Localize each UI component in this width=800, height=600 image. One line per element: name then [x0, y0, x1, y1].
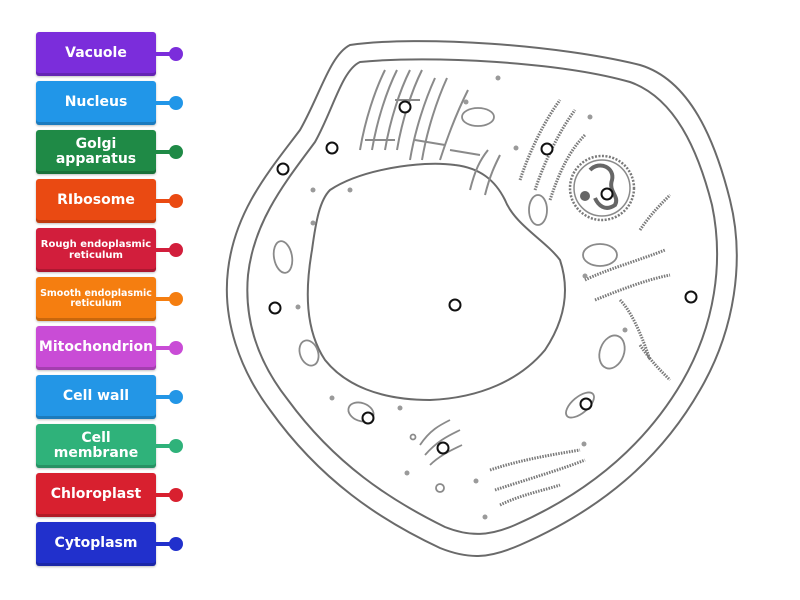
- drop-target-4[interactable]: [540, 142, 554, 156]
- label-smooth-endoplasmic-reticulum[interactable]: Smooth endoplasmic reticulum: [36, 277, 156, 321]
- drag-handle[interactable]: [169, 145, 183, 159]
- connector-line: [156, 542, 172, 546]
- drop-target-2[interactable]: [325, 141, 339, 155]
- label-row-ribosome[interactable]: RIbosome: [36, 179, 196, 223]
- drag-handle[interactable]: [169, 243, 183, 257]
- label-row-cytoplasm[interactable]: Cytoplasm: [36, 522, 196, 566]
- nucleus-outline: [568, 154, 636, 222]
- drag-handle[interactable]: [169, 341, 183, 355]
- drop-target-9[interactable]: [361, 411, 375, 425]
- connector-line: [156, 199, 172, 203]
- drag-handle[interactable]: [169, 47, 183, 61]
- label-cytoplasm[interactable]: Cytoplasm: [36, 522, 156, 566]
- label-row-mitochondrion[interactable]: Mitochondrion: [36, 326, 196, 370]
- connector-line: [156, 150, 172, 154]
- label-nucleus[interactable]: Nucleus: [36, 81, 156, 125]
- connector-line: [156, 52, 172, 56]
- label-row-rough-er[interactable]: Rough endoplasmic reticulum: [36, 228, 196, 272]
- drop-target-11[interactable]: [436, 441, 450, 455]
- connector-line: [156, 248, 172, 252]
- drop-target-10[interactable]: [579, 397, 593, 411]
- label-row-golgi-apparatus[interactable]: Golgi apparatus: [36, 130, 196, 174]
- label-row-vacuole[interactable]: Vacuole: [36, 32, 196, 76]
- label-row-nucleus[interactable]: Nucleus: [36, 81, 196, 125]
- label-row-cell-wall[interactable]: Cell wall: [36, 375, 196, 419]
- drag-handle[interactable]: [169, 537, 183, 551]
- connector-line: [156, 346, 172, 350]
- drag-handle[interactable]: [169, 96, 183, 110]
- label-cell-membrane[interactable]: Cell membrane: [36, 424, 156, 468]
- label-rough-endoplasmic-reticulum[interactable]: Rough endoplasmic reticulum: [36, 228, 156, 272]
- label-cell-wall[interactable]: Cell wall: [36, 375, 156, 419]
- label-chloroplast[interactable]: Chloroplast: [36, 473, 156, 517]
- label-mitochondrion[interactable]: Mitochondrion: [36, 326, 156, 370]
- connector-line: [156, 395, 172, 399]
- connector-line: [156, 493, 172, 497]
- drag-handle[interactable]: [169, 194, 183, 208]
- cell-membrane-outline: [246, 58, 719, 535]
- drop-target-7[interactable]: [448, 298, 462, 312]
- label-row-cell-membrane[interactable]: Cell membrane: [36, 424, 196, 468]
- label-row-smooth-er[interactable]: Smooth endoplasmic reticulum: [36, 277, 196, 321]
- label-vacuole[interactable]: Vacuole: [36, 32, 156, 76]
- drop-target-5[interactable]: [600, 187, 614, 201]
- drop-target-1[interactable]: [398, 100, 412, 114]
- cell-wall-outline: [225, 40, 738, 557]
- connector-line: [156, 297, 172, 301]
- drag-handle[interactable]: [169, 292, 183, 306]
- drop-target-3[interactable]: [276, 162, 290, 176]
- drop-target-6[interactable]: [268, 301, 282, 315]
- drag-handle[interactable]: [169, 439, 183, 453]
- drag-handle[interactable]: [169, 488, 183, 502]
- connector-line: [156, 444, 172, 448]
- connector-line: [156, 101, 172, 105]
- drag-handle[interactable]: [169, 390, 183, 404]
- label-ribosome[interactable]: RIbosome: [36, 179, 156, 223]
- label-golgi-apparatus[interactable]: Golgi apparatus: [36, 130, 156, 174]
- vacuole-outline: [306, 162, 566, 402]
- label-row-chloroplast[interactable]: Chloroplast: [36, 473, 196, 517]
- drop-target-8[interactable]: [684, 290, 698, 304]
